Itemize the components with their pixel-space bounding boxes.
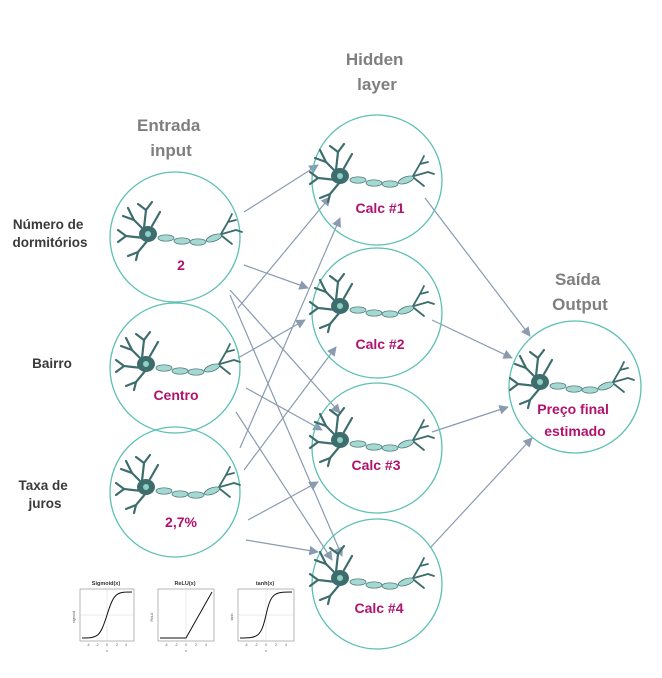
relu-curve (160, 591, 213, 639)
connection-arrow (429, 437, 533, 549)
thumbnail-sigmoid: Sigmoid(x) sigmoid -4 -2 0 2 4 x (72, 581, 135, 653)
connection-arrow (229, 289, 341, 414)
svg-text:2: 2 (275, 643, 277, 647)
svg-text:x: x (265, 649, 267, 653)
input-node-circle (109, 171, 241, 303)
connections-input-hidden (229, 164, 344, 561)
neuron-icon (508, 348, 636, 410)
input-node-circle (109, 426, 241, 558)
svg-text:-4: -4 (86, 643, 89, 647)
svg-text:4: 4 (205, 643, 207, 647)
input-value: Centro (153, 387, 198, 403)
svg-text:2: 2 (195, 643, 197, 647)
output-node: Preço final estimado (508, 320, 642, 454)
feature-label-bedrooms: Número de dormitórios (12, 217, 87, 250)
hidden-node-2: Calc #2 (308, 247, 443, 379)
thumbnail-relu: ReLU(x) ReLU -4 -2 0 2 4 x (150, 581, 215, 653)
hidden-node-label: Calc #3 (351, 457, 400, 473)
feature-label-neighborhood: Bairro (32, 356, 72, 371)
input-node-neighborhood: Centro (109, 302, 242, 434)
input-node-interest-rate: 2,7% (109, 426, 242, 558)
svg-text:tanh: tanh (230, 614, 234, 621)
hidden-node-circle (311, 114, 443, 246)
svg-text:x: x (106, 649, 108, 653)
svg-text:-2: -2 (254, 643, 257, 647)
neuron-icon (308, 142, 436, 204)
neuron-icon (114, 330, 242, 392)
neuron-icon (114, 453, 242, 515)
connection-arrow (237, 319, 306, 359)
svg-text:-4: -4 (244, 643, 247, 647)
svg-text:-4: -4 (164, 643, 167, 647)
connection-arrow (424, 197, 531, 337)
svg-text:0: 0 (185, 643, 187, 647)
svg-text:4: 4 (285, 643, 287, 647)
hidden-node-3: Calc #3 (308, 382, 443, 514)
svg-text:x: x (185, 649, 187, 653)
hidden-title: Hidden layer (346, 50, 408, 94)
svg-text:0: 0 (265, 643, 267, 647)
output-node-circle (508, 320, 642, 454)
connection-arrow (243, 164, 319, 213)
thumbnail-tanh: tanh(x) tanh -4 -2 0 2 4 x (230, 581, 295, 653)
svg-text:-2: -2 (174, 643, 177, 647)
input-node-bedrooms: 2 (109, 171, 244, 303)
output-label: Preço final estimado (537, 401, 612, 439)
connection-arrow (237, 196, 331, 309)
connection-arrow (239, 217, 341, 449)
svg-text:4: 4 (125, 643, 127, 647)
connection-arrow (431, 319, 513, 359)
input-title: Entrada input (137, 116, 205, 160)
thumbnail-title: ReLU(x) (174, 581, 195, 587)
feature-label-interest-rate: Taxa de juros (18, 478, 71, 511)
hidden-node-1: Calc #1 (308, 114, 443, 246)
hidden-node-4: Calc #4 (308, 518, 443, 650)
connections-hidden-output (424, 197, 533, 549)
input-value: 2,7% (165, 514, 197, 530)
connection-arrow (245, 387, 323, 431)
thumbnail-title: Sigmoid(x) (92, 581, 121, 587)
connection-arrow (243, 264, 309, 290)
svg-text:-2: -2 (95, 643, 98, 647)
sigmoid-curve (81, 591, 133, 639)
connection-arrow (245, 539, 319, 556)
tanh-curve (239, 591, 293, 639)
connection-arrow (247, 481, 319, 521)
input-value: 2 (177, 257, 185, 273)
thumbnail-title: tanh(x) (256, 581, 275, 587)
output-title: Saída Output (552, 270, 608, 314)
activation-thumbnails: Sigmoid(x) sigmoid -4 -2 0 2 4 x ReLU(x)… (72, 581, 295, 653)
hidden-node-label: Calc #1 (355, 200, 404, 216)
svg-text:0: 0 (106, 643, 108, 647)
svg-text:ReLU: ReLU (150, 612, 154, 621)
svg-text:sigmoid: sigmoid (72, 611, 76, 623)
svg-text:2: 2 (116, 643, 118, 647)
input-node-circle (109, 302, 241, 434)
hidden-node-label: Calc #4 (354, 600, 403, 616)
connection-arrow (431, 405, 509, 433)
neuron-icon (116, 200, 244, 262)
connection-arrow (229, 294, 344, 557)
hidden-node-circle (311, 382, 443, 514)
hidden-node-label: Calc #2 (355, 336, 404, 352)
connection-arrow (235, 411, 333, 561)
neuron-icon (308, 272, 436, 334)
connection-arrow (243, 346, 337, 471)
